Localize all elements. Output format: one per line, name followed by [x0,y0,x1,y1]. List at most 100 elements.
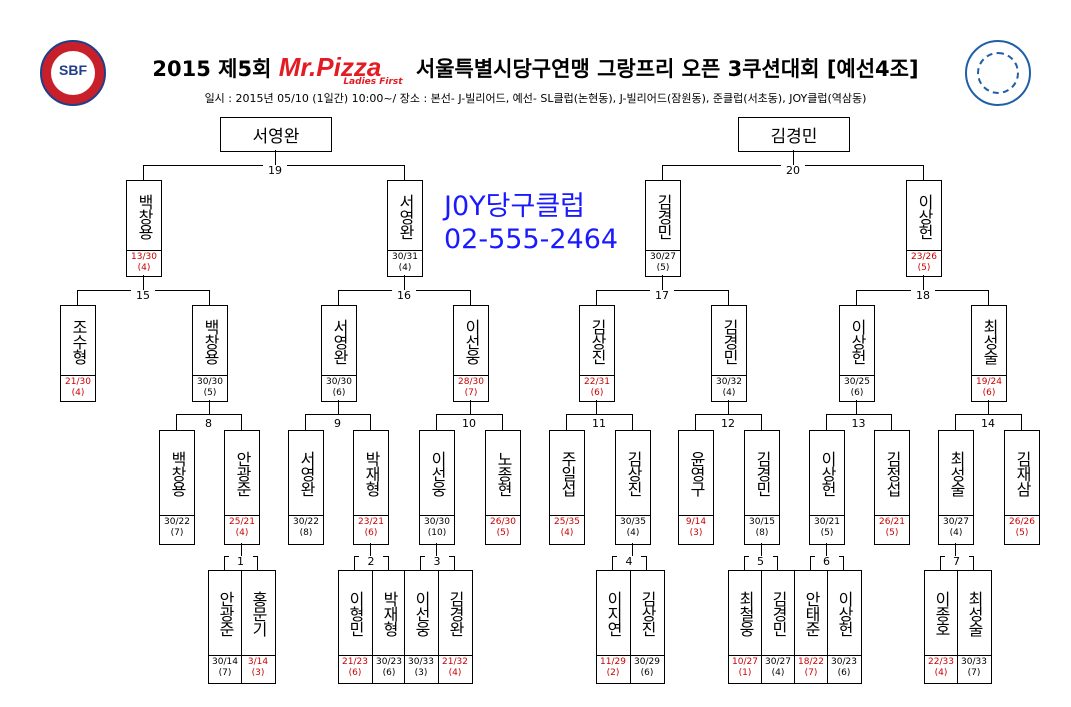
player-score-box: 21/23(6) [337,655,373,684]
bracket-line [695,414,762,415]
bracket-line [1021,414,1022,430]
player-name-box: 서영완 [321,305,357,377]
player-name-box: 김경민 [760,570,796,657]
player-innings: (10) [427,528,447,538]
player-score-box: 11/29(2) [595,655,631,684]
logo-inner-circle [51,51,95,95]
bracket-line [793,150,794,165]
player-innings: (4) [949,528,963,538]
logo-text: SBF [59,62,87,78]
bracket-line [241,414,242,430]
player-innings: (5) [917,263,931,273]
player-score: 18/22 [798,657,824,667]
player-name: 서영완 [297,451,316,496]
player-name: 이상헌 [835,591,854,636]
bracket-line [338,290,339,305]
sponsor-tagline: Ladies First [343,77,403,87]
player-name-box: 서영완 [288,430,324,517]
player-score-box: 30/30(10) [419,515,455,545]
player-name-box: 이상헌 [906,180,942,252]
bracket-line [176,414,242,415]
bracket-line [891,414,892,430]
player-innings: (5) [496,528,510,538]
player-score-box: 22/31(6) [579,375,615,402]
player-name-box: 안광준 [224,430,260,517]
player-score-box: 30/33(3) [403,655,439,684]
player-name-box: 안광준 [207,570,243,657]
player-name: 김재삼 [1013,451,1032,496]
player-name-box: 노종현 [485,430,521,517]
match-number: 12 [716,418,740,430]
player-score-box: 30/29(6) [629,655,665,684]
bracket-line [761,414,762,430]
player-score: 10/27 [732,657,758,667]
bracket-line [632,543,633,556]
player-score-box: 26/26(5) [1004,515,1040,545]
player-name-box: 이종호 [923,570,959,657]
player-name: 서영완 [396,193,415,239]
match-number: 14 [976,418,1000,430]
bracket-line [470,400,471,414]
player-score-box: 30/22(7) [159,515,195,545]
player-score: 30/14 [212,657,238,667]
player-name-box: 이상헌 [839,305,875,377]
bracket-line [176,414,177,430]
player-innings: (4) [560,528,574,538]
bracket-line [596,290,597,305]
player-score-box: 13/30(4) [126,250,162,277]
player-score-box: 26/21(5) [874,515,910,545]
player-name: 주일섭 [558,451,577,496]
match-number: 13 [846,418,871,430]
match-number: 10 [457,418,481,430]
player-name-box: 김정섭 [874,430,910,517]
player-score-box: 23/26(5) [906,250,942,277]
bracket-line [973,556,974,570]
bracket-line [923,165,924,180]
match-number: 9 [325,418,350,430]
event-info: 일시 : 2015년 05/10 (1일간) 10:00~/ 장소 : 본선- … [204,92,867,105]
player-name: 김상진 [624,451,643,496]
player-name-box: 박재형 [353,430,389,517]
player-score: 26/21 [879,517,905,527]
player-score-box: 30/35(4) [615,515,651,545]
player-name-box: 최철웅 [727,570,763,657]
bracket-line [566,414,567,430]
player-name: 안광준 [216,591,235,636]
bracket-line [338,400,339,414]
bracket-line [388,556,389,570]
bracket-line [988,400,989,414]
player-score-box: 30/14(7) [207,655,243,684]
player-name-box: 서영완 [387,180,423,252]
player-score-box: 21/32(4) [437,655,473,684]
player-score: 30/23 [376,657,402,667]
player-innings: (4) [235,528,249,538]
bracket-line [143,165,144,180]
player-score: 30/25 [844,377,870,387]
bracket-line [810,556,811,570]
player-name: 최철웅 [736,591,755,636]
player-name-box: 이선웅 [403,570,439,657]
player-innings: (3) [689,528,703,538]
player-score: 30/30 [424,517,450,527]
player-name-box: 이상헌 [809,430,845,517]
title-suffix: 서울특별시당구연맹 그랑프리 오픈 3쿠션대회 [예선4조] [415,57,919,81]
player-innings: (7) [170,528,184,538]
player-innings: (5) [820,528,834,538]
player-score: 26/30 [490,517,516,527]
player-name: 김경완 [446,591,465,636]
player-score: 21/32 [442,657,468,667]
player-score: 30/27 [943,517,969,527]
match-number: 6 [814,556,839,568]
promo-club-name: J0Y당구클럽 [444,191,585,222]
player-name: 이형민 [346,591,365,636]
player-name-box: 주일섭 [549,430,585,517]
player-score-box: 30/32(4) [711,375,747,402]
sponsor-brand: Mr.Pizza [278,52,382,82]
player-score: 21/23 [342,657,368,667]
player-score: 11/29 [600,657,626,667]
player-name-box: 최성술 [938,430,974,517]
player-score: 30/21 [814,517,840,527]
player-name-box: 조수형 [60,305,96,377]
player-innings: (4) [722,388,736,398]
bracket-line [436,414,437,430]
